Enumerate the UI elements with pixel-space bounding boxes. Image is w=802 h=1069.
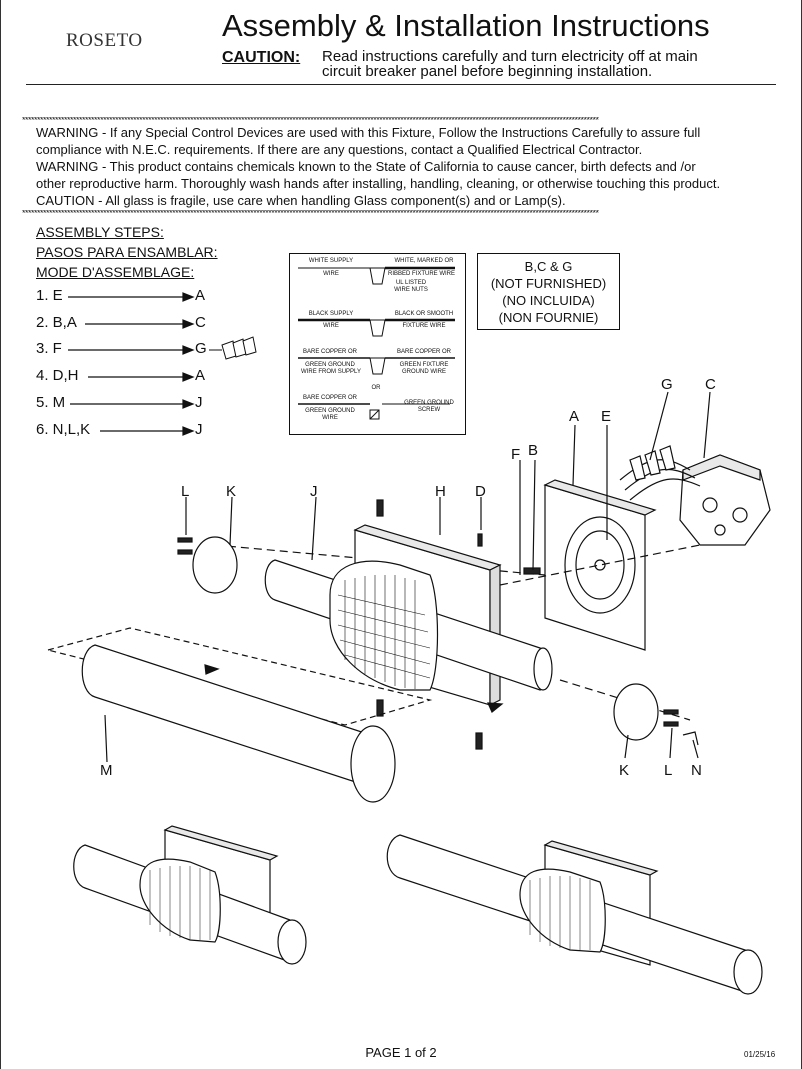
step-2-from: 2. B,A xyxy=(36,314,77,331)
not-furnished-box: B,C & G (NOT FURNISHED) (NO INCLUIDA) (N… xyxy=(477,253,620,330)
page-number: PAGE 1 of 2 xyxy=(365,1045,437,1060)
star-separator-bottom: ****************************************… xyxy=(22,210,599,216)
wire-label: WIRE xyxy=(323,323,339,329)
steps-heading-es: PASOS PARA ENSAMBLAR: xyxy=(36,244,218,260)
part-label-m: M xyxy=(100,762,113,779)
caution-line-2: circuit breaker panel before beginning i… xyxy=(322,63,653,80)
wire-label: WIRE FROM SUPPLY xyxy=(301,369,361,375)
step-6-to: J xyxy=(195,421,203,438)
step-5-to: J xyxy=(195,394,203,411)
warning-line: WARNING - If any Special Control Devices… xyxy=(36,125,701,140)
warning-line: other reproductive harm. Thoroughly wash… xyxy=(36,176,721,191)
step-1-to: A xyxy=(195,287,206,304)
warning-line: WARNING - This product contains chemical… xyxy=(36,159,696,174)
warnings-block: WARNING - If any Special Control Devices… xyxy=(36,124,776,209)
part-label-b: B xyxy=(528,442,539,459)
warning-line: CAUTION - All glass is fragile, use care… xyxy=(36,193,566,208)
part-label-d: D xyxy=(475,483,486,500)
brand-logo: ROSETO xyxy=(66,30,143,51)
step-4-to: A xyxy=(195,367,206,384)
nf-line: (NON FOURNIE) xyxy=(498,310,599,325)
wire-label: GREEN GROUND xyxy=(404,400,454,406)
wire-label: OR xyxy=(371,385,381,391)
part-label-g: G xyxy=(661,376,673,393)
steps-heading-en: ASSEMBLY STEPS: xyxy=(36,224,164,240)
warning-line: compliance with N.E.C. requirements. If … xyxy=(36,142,643,157)
part-label-l-right: L xyxy=(664,762,673,779)
part-label-f: F xyxy=(511,446,521,463)
part-label-j: J xyxy=(310,483,318,500)
step-2-to: C xyxy=(195,314,206,331)
nf-line: (NOT FURNISHED) xyxy=(490,276,607,291)
part-label-l: L xyxy=(181,483,190,500)
wiring-lines xyxy=(298,266,455,420)
wire-label: GREEN FIXTURE xyxy=(399,362,449,368)
wire-label: WHITE SUPPLY xyxy=(308,258,354,264)
step-5-from: 5. M xyxy=(36,394,66,411)
wire-label: WHITE, MARKED OR xyxy=(394,258,454,264)
wire-label: BLACK OR SMOOTH xyxy=(394,311,454,317)
wire-label: BLACK SUPPLY xyxy=(308,311,354,317)
caution-text: Read instructions carefully and turn ele… xyxy=(322,49,792,79)
part-label-k-right: K xyxy=(619,762,630,779)
caution-label: CAUTION: xyxy=(222,49,301,66)
wire-label: WIRE xyxy=(322,415,338,421)
part-label-e: E xyxy=(601,408,612,425)
revision-date: 01/25/16 xyxy=(744,1050,776,1059)
step-4-from: 4. D,H xyxy=(36,367,79,384)
wiring-diagram: WHITE SUPPLY WIRE WHITE, MARKED OR RIBBE… xyxy=(289,253,466,435)
page-title: Assembly & Installation Instructions xyxy=(222,8,710,43)
wire-label: GREEN GROUND xyxy=(305,362,355,368)
part-label-a: A xyxy=(569,408,580,425)
wire-label: WIRE NUTS xyxy=(394,287,428,293)
step-6-from: 6. N,L,K xyxy=(36,421,91,438)
wire-label: SCREW xyxy=(417,407,441,413)
steps-headings: ASSEMBLY STEPS: PASOS PARA ENSAMBLAR: MO… xyxy=(36,222,218,282)
wire-label: BARE COPPER OR xyxy=(302,349,357,355)
star-separator-top: ****************************************… xyxy=(22,117,599,123)
part-label-h: H xyxy=(435,483,446,500)
wire-nuts-icon xyxy=(209,336,257,360)
nf-line: (NO INCLUIDA) xyxy=(502,293,595,308)
wire-label: BARE COPPER OR xyxy=(302,395,357,401)
steps-heading-fr: MODE D'ASSEMBLAGE: xyxy=(36,264,195,280)
wire-label: GREEN GROUND xyxy=(305,408,355,414)
caution-line-1: Read instructions carefully and turn ele… xyxy=(322,48,698,65)
assembled-view-small xyxy=(73,825,307,965)
step-3-from: 3. F xyxy=(36,340,62,357)
wire-label: BARE COPPER OR xyxy=(396,349,451,355)
nf-line: B,C & G xyxy=(524,259,573,274)
wire-label: RIBBED FIXTURE WIRE xyxy=(387,271,455,277)
part-label-n: N xyxy=(691,762,702,779)
wire-label: WIRE xyxy=(323,271,339,277)
junction-box-c xyxy=(619,454,771,546)
assembled-view-large xyxy=(386,834,763,995)
wire-label: UL LISTED xyxy=(395,280,427,286)
header-rule xyxy=(26,84,776,85)
step-3-to: G xyxy=(195,340,207,357)
wire-label: FIXTURE WIRE xyxy=(402,323,446,329)
step-1-from: 1. E xyxy=(36,287,63,304)
part-label-k: K xyxy=(226,483,237,500)
wire-label: GROUND WIRE xyxy=(402,369,446,375)
part-label-c: C xyxy=(705,376,716,393)
